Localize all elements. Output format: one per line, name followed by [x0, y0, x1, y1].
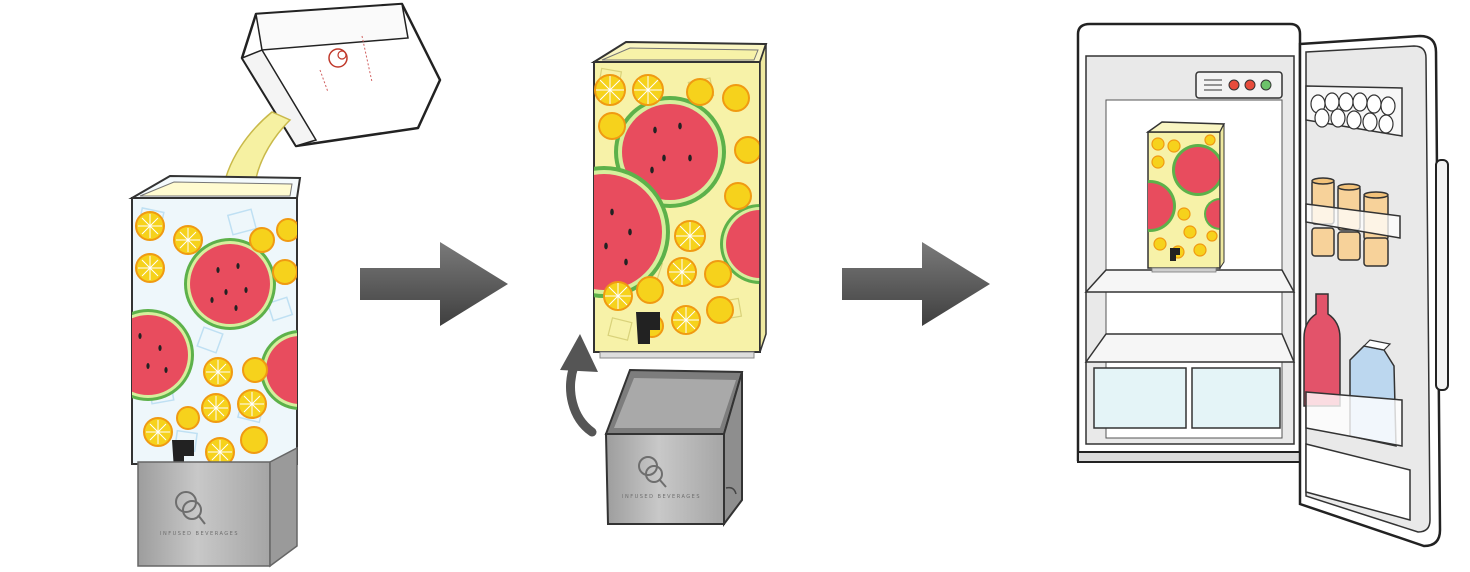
arrow-right-icon	[360, 242, 508, 326]
dispenser-icon	[1145, 121, 1226, 273]
watermelon-slice	[720, 204, 760, 284]
crisper-drawer	[1191, 367, 1281, 429]
base-stand-icon: INFUSED BEVERAGES	[604, 368, 744, 527]
pour-carton-icon	[240, 2, 442, 148]
control-panel	[1195, 71, 1283, 99]
logo-icon: INFUSED BEVERAGES	[622, 456, 701, 500]
watermelon-slice	[594, 166, 670, 298]
lemon-segments	[596, 76, 704, 333]
watermelon-slice	[260, 330, 297, 410]
dispenser-icon: INFUSED BEVERAGES	[128, 174, 302, 568]
spigot-icon	[636, 312, 660, 344]
svg-text:INFUSED BEVERAGES: INFUSED BEVERAGES	[622, 494, 701, 500]
lemon-segments	[138, 214, 264, 462]
arrow-right-icon	[842, 242, 990, 326]
base-stand-icon: INFUSED BEVERAGES	[137, 446, 298, 568]
watermelon-slice	[132, 309, 194, 401]
curved-up-arrow-icon	[560, 334, 598, 437]
watermelon-slice	[184, 238, 276, 330]
step-1-pour-concentrate: INFUSED BEVERAGES	[128, 2, 442, 568]
dispenser-icon	[590, 40, 768, 359]
svg-text:INFUSED BEVERAGES: INFUSED BEVERAGES	[160, 531, 239, 537]
watermelon-slice	[614, 96, 726, 208]
fridge-shelf	[1084, 333, 1296, 363]
fridge-icon	[1076, 22, 1449, 548]
crisper-drawer	[1093, 367, 1187, 429]
eggs	[1310, 92, 1396, 134]
logo-icon: INFUSED BEVERAGES	[160, 491, 239, 537]
step-2-dispenser-on-base: INFUSED BEVERAGES	[560, 40, 768, 527]
fridge-door	[1298, 34, 1449, 548]
fridge-shelf	[1084, 269, 1296, 293]
